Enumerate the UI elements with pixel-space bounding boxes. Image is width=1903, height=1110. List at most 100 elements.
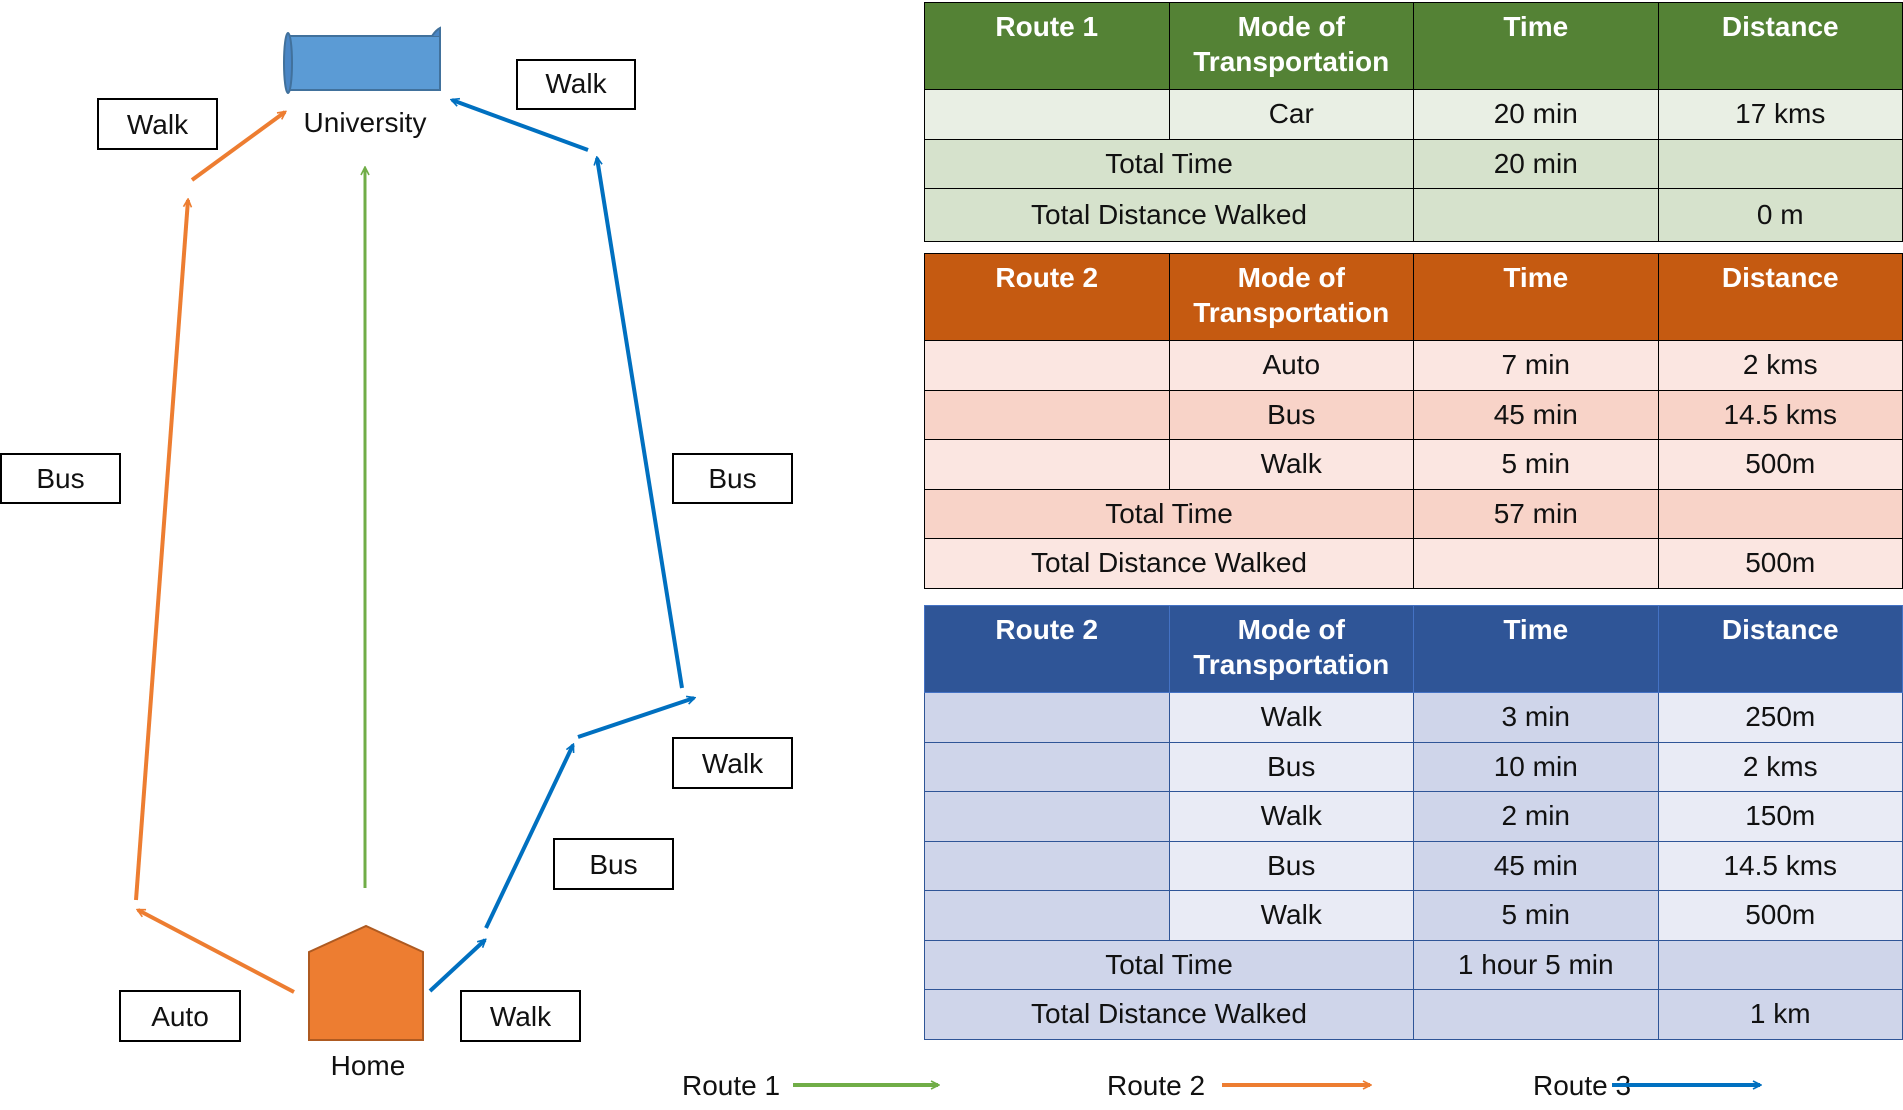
route3-header-mode: Mode of Transportation bbox=[1168, 605, 1414, 693]
table-cell-time: 5 min bbox=[1413, 890, 1659, 941]
table-row: Bus 45 min 14.5 kms bbox=[924, 840, 1903, 891]
route2-table: Route 2 Mode of Transportation Time Dist… bbox=[924, 253, 1903, 589]
label-walk-bottom-right: Walk bbox=[490, 1001, 552, 1032]
table-row: Walk 3 min 250m bbox=[924, 692, 1903, 743]
total-time-row: Total Time 1 hour 5 min bbox=[924, 939, 1903, 990]
table-cell bbox=[924, 389, 1170, 440]
table-cell-time: 10 min bbox=[1413, 741, 1659, 792]
table-cell bbox=[924, 692, 1170, 743]
route2-header-time: Time bbox=[1413, 253, 1659, 341]
table-row: Bus 45 min 14.5 kms bbox=[924, 389, 1903, 440]
table-cell bbox=[1657, 488, 1903, 539]
route1-header-distance: Distance bbox=[1657, 2, 1903, 90]
route3-walk-arrow-2 bbox=[577, 698, 694, 739]
table-cell bbox=[1413, 188, 1659, 242]
table-cell-time: 2 min bbox=[1413, 791, 1659, 842]
table-cell-time: 3 min bbox=[1413, 692, 1659, 743]
route2-header-route: Route 2 bbox=[924, 253, 1170, 341]
home-icon bbox=[308, 924, 424, 1041]
label-walk-mid-right: Walk bbox=[702, 748, 764, 779]
table-cell-time: 7 min bbox=[1413, 340, 1659, 391]
label-bus-right: Bus bbox=[708, 463, 756, 494]
table-cell-mode: Walk bbox=[1168, 692, 1414, 743]
legend-route1-label: Route 1 bbox=[682, 1070, 780, 1101]
table-cell-mode: Bus bbox=[1168, 741, 1414, 792]
university-label: University bbox=[304, 107, 427, 138]
total-walked-value: 500m bbox=[1657, 538, 1903, 589]
table-row: Auto 7 min 2 kms bbox=[924, 340, 1903, 391]
route2-bus-arrow bbox=[134, 200, 188, 901]
route3-bus-arrow-1 bbox=[484, 745, 575, 929]
total-time-value: 1 hour 5 min bbox=[1413, 939, 1659, 990]
table-cell-time: 45 min bbox=[1413, 840, 1659, 891]
home-label: Home bbox=[331, 1050, 406, 1081]
table-cell-mode: Car bbox=[1168, 89, 1414, 140]
table-cell bbox=[924, 340, 1170, 391]
table-row: Walk 5 min 500m bbox=[924, 439, 1903, 490]
table-cell-mode: Bus bbox=[1168, 389, 1414, 440]
total-time-label: Total Time bbox=[924, 939, 1414, 990]
route2-auto-arrow bbox=[138, 908, 295, 994]
route3-table: Route 2 Mode of Transportation Time Dist… bbox=[924, 605, 1903, 1040]
table-row: Walk 5 min 500m bbox=[924, 890, 1903, 941]
total-time-row: Total Time 57 min bbox=[924, 488, 1903, 539]
table-cell-distance: 17 kms bbox=[1657, 89, 1903, 140]
table-cell bbox=[924, 89, 1170, 140]
route1-table: Route 1 Mode of Transportation Time Dist… bbox=[924, 2, 1903, 242]
table-cell-distance: 250m bbox=[1657, 692, 1903, 743]
table-cell bbox=[1657, 138, 1903, 189]
label-walk-top-left: Walk bbox=[127, 109, 189, 140]
table-cell-distance: 14.5 kms bbox=[1657, 840, 1903, 891]
table-row: Walk 2 min 150m bbox=[924, 791, 1903, 842]
table-cell-mode: Walk bbox=[1168, 890, 1414, 941]
table-cell-distance: 2 kms bbox=[1657, 741, 1903, 792]
total-walked-value: 1 km bbox=[1657, 989, 1903, 1040]
table-cell bbox=[1413, 989, 1659, 1040]
legend-route2-label: Route 2 bbox=[1107, 1070, 1205, 1101]
total-walked-row: Total Distance Walked 0 m bbox=[924, 188, 1903, 242]
table-cell bbox=[924, 840, 1170, 891]
route2-header-distance: Distance bbox=[1657, 253, 1903, 341]
total-walked-value: 0 m bbox=[1657, 188, 1903, 242]
route3-header-time: Time bbox=[1413, 605, 1659, 693]
table-cell bbox=[924, 439, 1170, 490]
route3-header-route: Route 2 bbox=[924, 605, 1170, 693]
table-cell bbox=[924, 890, 1170, 941]
table-cell-mode: Walk bbox=[1168, 791, 1414, 842]
table-cell-time: 20 min bbox=[1413, 89, 1659, 140]
total-walked-row: Total Distance Walked 1 km bbox=[924, 989, 1903, 1040]
table-row: Bus 10 min 2 kms bbox=[924, 741, 1903, 792]
total-walked-label: Total Distance Walked bbox=[924, 538, 1414, 589]
total-time-value: 20 min bbox=[1413, 138, 1659, 189]
university-icon bbox=[283, 26, 441, 94]
table-cell-time: 5 min bbox=[1413, 439, 1659, 490]
label-bus-left: Bus bbox=[36, 463, 84, 494]
route2-header-mode: Mode of Transportation bbox=[1168, 253, 1414, 341]
total-time-row: Total Time 20 min bbox=[924, 138, 1903, 189]
route3-bus-arrow-2 bbox=[597, 158, 684, 689]
total-walked-row: Total Distance Walked 500m bbox=[924, 538, 1903, 589]
route1-header-time: Time bbox=[1413, 2, 1659, 90]
total-time-label: Total Time bbox=[924, 488, 1414, 539]
table-cell-mode: Walk bbox=[1168, 439, 1414, 490]
label-bus-lower-right: Bus bbox=[589, 849, 637, 880]
route1-header-mode: Mode of Transportation bbox=[1168, 2, 1414, 90]
route3-header-distance: Distance bbox=[1657, 605, 1903, 693]
table-cell bbox=[924, 791, 1170, 842]
route2-walk-arrow bbox=[190, 112, 285, 182]
total-walked-label: Total Distance Walked bbox=[924, 989, 1414, 1040]
table-cell-distance: 500m bbox=[1657, 439, 1903, 490]
total-time-label: Total Time bbox=[924, 138, 1414, 189]
table-cell-distance: 14.5 kms bbox=[1657, 389, 1903, 440]
table-row: Car 20 min 17 kms bbox=[924, 89, 1903, 140]
table-cell-distance: 150m bbox=[1657, 791, 1903, 842]
label-auto-bottom-left: Auto bbox=[151, 1001, 209, 1032]
route3-walk-arrow-1 bbox=[428, 940, 485, 993]
route3-walk-arrow-3 bbox=[452, 100, 589, 152]
legend: Route 1 Route 2 Route 3 bbox=[682, 1070, 1760, 1101]
table-cell bbox=[1657, 939, 1903, 990]
table-cell-distance: 500m bbox=[1657, 890, 1903, 941]
table-cell bbox=[924, 741, 1170, 792]
total-walked-label: Total Distance Walked bbox=[924, 188, 1414, 242]
